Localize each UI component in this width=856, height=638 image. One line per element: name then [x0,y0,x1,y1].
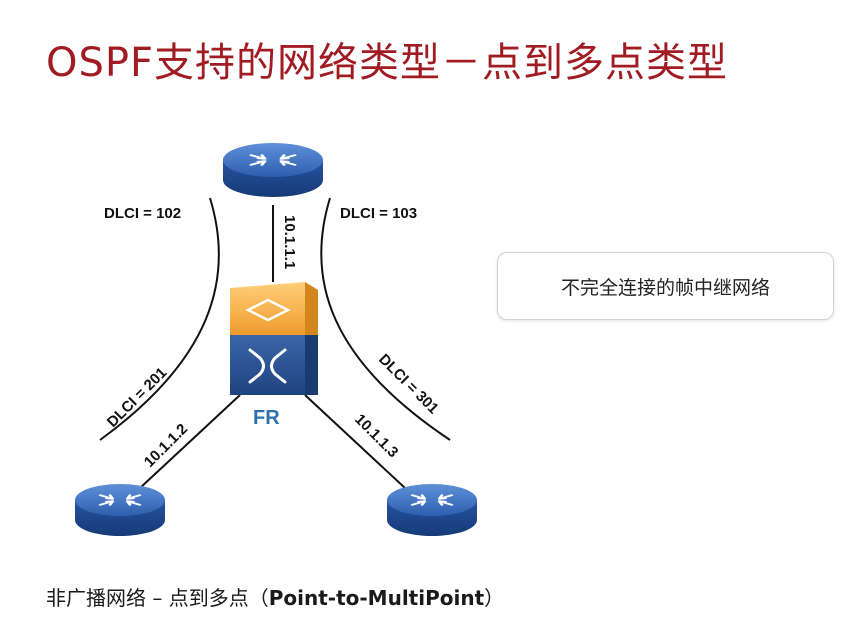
link-fr-left [139,394,241,489]
caption-bold: Point-to-MultiPoint [268,586,485,610]
caption-suffix: ） [484,586,505,610]
label-dlci-201: DLCI = 201 [104,364,171,431]
label-dlci-103: DLCI = 103 [340,205,417,222]
slide-title: OSPF支持的网络类型－点到多点类型 [46,40,729,86]
label-ip-top: 10.1.1.1 [281,215,298,269]
slide-caption: 非广播网络 – 点到多点（Point-to-MultiPoint） [46,582,504,611]
frame-relay-switch-icon [230,282,318,395]
label-dlci-301: DLCI = 301 [375,351,442,418]
router-right-icon [387,484,477,536]
pvc-left-curve [99,197,220,441]
note-text: 不完全连接的帧中继网络 [560,277,770,299]
link-fr-right [304,394,406,489]
label-ip-right: 10.1.1.3 [351,411,401,461]
note-box: 不完全连接的帧中继网络 [497,252,834,320]
label-dlci-102: DLCI = 102 [104,205,181,222]
label-fr: FR [253,407,280,429]
router-top-icon [223,143,323,197]
router-left-icon [75,484,165,536]
caption-prefix: 非广播网络 – 点到多点（ [46,586,269,610]
pvc-right-curve [320,197,451,441]
